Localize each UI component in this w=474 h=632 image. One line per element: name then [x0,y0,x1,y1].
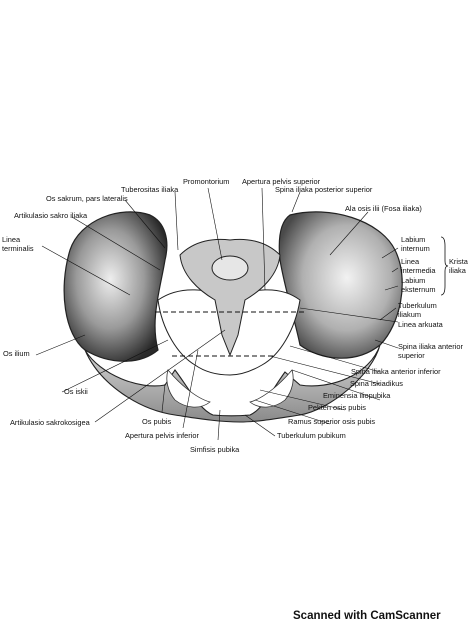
label-linea-arkuata: Linea arkuata [398,320,443,329]
label-linea-terminalis-1: Linea [2,235,21,244]
obturator-left [166,369,211,408]
label-artikulasio-sakro-iliaka: Artikulasio sakro iliaka [14,211,88,220]
leader-lines [35,187,399,441]
label-ala-osis-ilii: Ala osis ilii (Fosa iliaka) [345,204,422,213]
label-tuberkulum-iliakum-1: Tuberkulum [398,301,437,310]
label-simfisis-pubika: Simfisis pubika [190,445,240,454]
label-linea-intermedia-1: Linea [401,257,420,266]
label-spina-iliaka-anterior-superior-2: superior [398,351,425,360]
pelvis-illustration [35,187,403,441]
label-os-sakrum: Os sakrum, pars lateralis [46,194,128,203]
label-spina-iliaka-anterior-superior-1: Spina iliaka anterior [398,342,463,351]
label-spina-iskiadikus: Spina iskiadikus [350,379,403,388]
label-ramus-superior-osis-pubis: Ramus superior osis pubis [288,417,376,426]
label-krista-iliaka-1: Krista [449,257,468,266]
sacrum [179,238,281,357]
label-tuberositas-iliaka: Tuberositas iliaka [121,185,179,194]
label-labium-eksternum-1: Labium [401,276,426,285]
label-pekten-osis-pubis: Pekten osis pubis [308,403,366,412]
label-os-pubis: Os pubis [142,417,172,426]
label-tuberkulum-pubikum: Tuberkulum pubikum [277,431,346,440]
label-promontorium: Promontorium [183,177,230,186]
label-os-ilium: Os ilium [3,349,30,358]
krista-bracket [440,236,448,296]
label-labium-eksternum-2: eksternum [401,285,436,294]
scanner-watermark: Scanned with CamScanner [293,610,441,622]
label-labium-internum-1: Labium [401,235,426,244]
promontorium-body [211,255,249,281]
obturator-right [249,369,294,408]
label-eminensia-iliopubika: Eminensia iliopubika [323,391,391,400]
label-labium-internum-2: internum [401,244,430,253]
label-tuberkulum-iliakum-2: iliakum [398,310,421,319]
label-linea-terminalis-2: terminalis [2,244,34,253]
label-linea-intermedia-2: intermedia [401,266,436,275]
label-apertura-pelvis-inferior: Apertura pelvis inferior [125,431,199,440]
right-ilium [278,211,403,359]
label-spina-iliaka-anterior-inferior: Spina iliaka anterior inferior [351,367,441,376]
label-os-iskii: Os iskii [64,387,88,396]
label-artikulasio-sakrokosigea: Artikulasio sakrokosigea [10,418,90,427]
label-spina-iliaka-posterior-superior: Spina iliaka posterior superior [275,185,373,194]
label-apertura-pelvis-superior: Apertura pelvis superior [242,177,321,186]
label-krista-iliaka-2: iliaka [449,266,466,275]
